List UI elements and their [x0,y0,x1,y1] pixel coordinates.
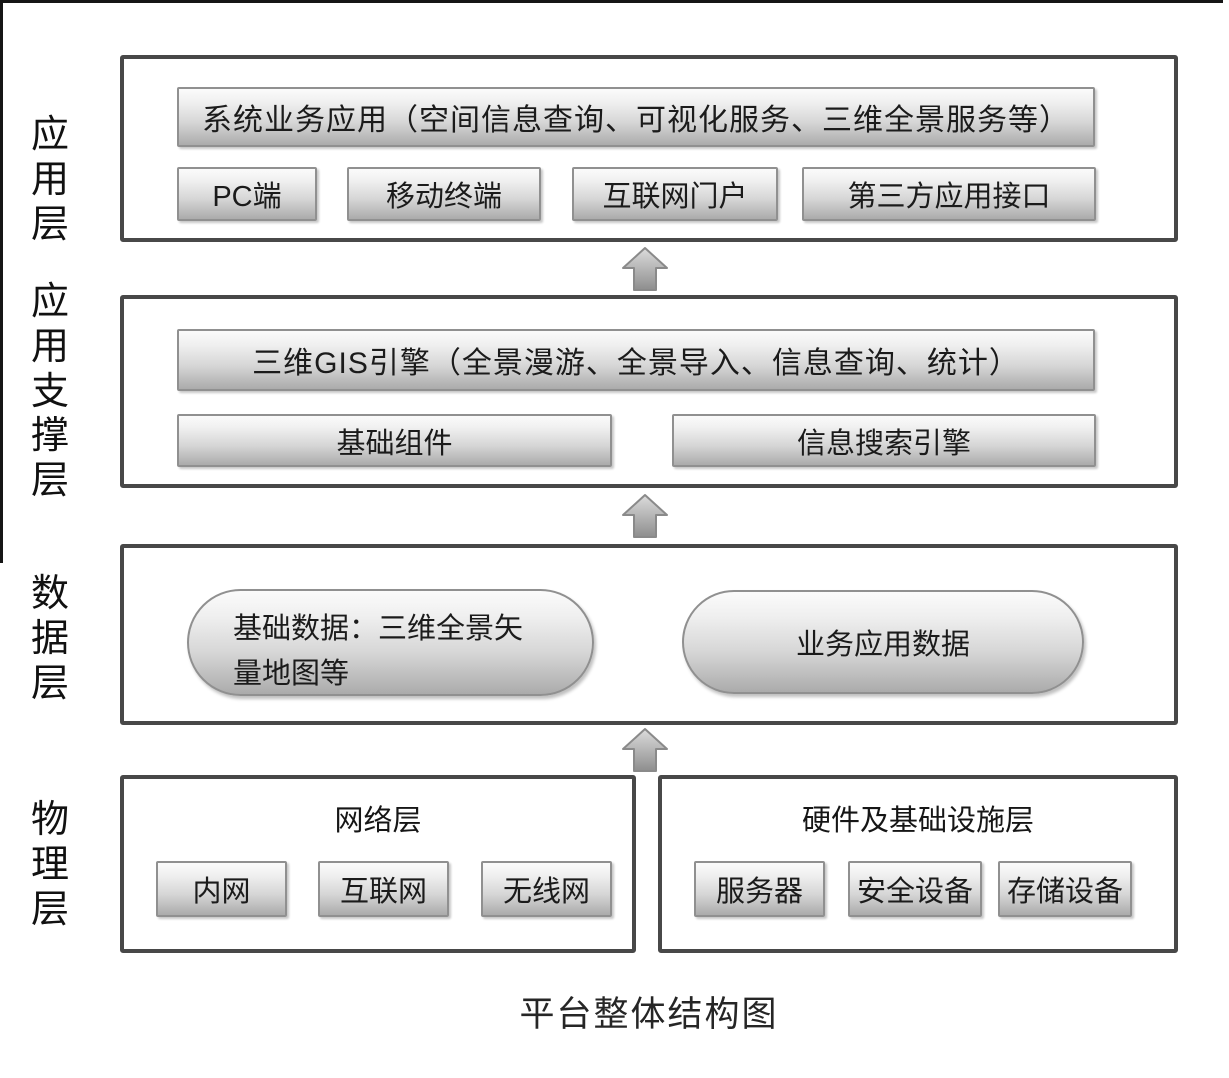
data-pill-base-data: 基础数据：三维全景矢 量地图等 [187,589,594,696]
network-group-box: 网络层 内网 互联网 无线网 [120,775,636,953]
app-node-internet-portal: 互联网门户 [572,167,778,221]
page-border-left [0,0,3,563]
app-support-layer-box: 三维GIS引擎（全景漫游、全景导入、信息查询、统计） 基础组件 信息搜索引擎 [120,295,1178,488]
group-title-hardware: 硬件及基础设施层 [801,805,1034,837]
up-arrow-icon [622,728,668,772]
layer-label-data: 数据层 [30,573,69,705]
up-arrow-icon [622,247,668,291]
diagram-caption: 平台整体结构图 [519,995,779,1034]
app-node-mobile-terminal: 移动终端 [347,167,541,221]
data-pill-business-data: 业务应用数据 [682,590,1084,694]
data-layer-box: 基础数据：三维全景矢 量地图等 业务应用数据 [120,544,1178,725]
network-node-wireless: 无线网 [481,861,612,917]
hardware-node-storage-device: 存储设备 [998,861,1132,917]
support-node-base-components: 基础组件 [177,414,612,467]
gis-engine-bar: 三维GIS引擎（全景漫游、全景导入、信息查询、统计） [177,329,1095,391]
layer-label-application: 应用层 [30,114,69,246]
data-pill-base-data-text: 基础数据：三维全景矢 量地图等 [189,591,592,697]
hardware-node-server: 服务器 [694,861,825,917]
app-node-pc: PC端 [177,167,317,221]
hardware-group-box: 硬件及基础设施层 服务器 安全设备 存储设备 [658,775,1178,953]
network-node-internet: 互联网 [318,861,449,917]
layer-label-app-support: 应用支撑层 [30,281,69,503]
page-border-top [0,0,1223,3]
layer-label-physical: 物理层 [30,799,69,931]
network-node-intranet: 内网 [156,861,287,917]
up-arrow-icon [622,494,668,538]
app-node-third-party-api: 第三方应用接口 [802,167,1096,221]
application-layer-box: 系统业务应用（空间信息查询、可视化服务、三维全景服务等） PC端 移动终端 互联… [120,55,1178,242]
group-title-network: 网络层 [334,805,422,837]
base-data-line2: 量地图等 [233,657,350,690]
system-business-apps-bar: 系统业务应用（空间信息查询、可视化服务、三维全景服务等） [177,87,1095,147]
support-node-info-search-engine: 信息搜索引擎 [672,414,1096,467]
base-data-line1: 基础数据：三维全景矢 [233,613,524,645]
hardware-node-security-device: 安全设备 [848,861,982,917]
